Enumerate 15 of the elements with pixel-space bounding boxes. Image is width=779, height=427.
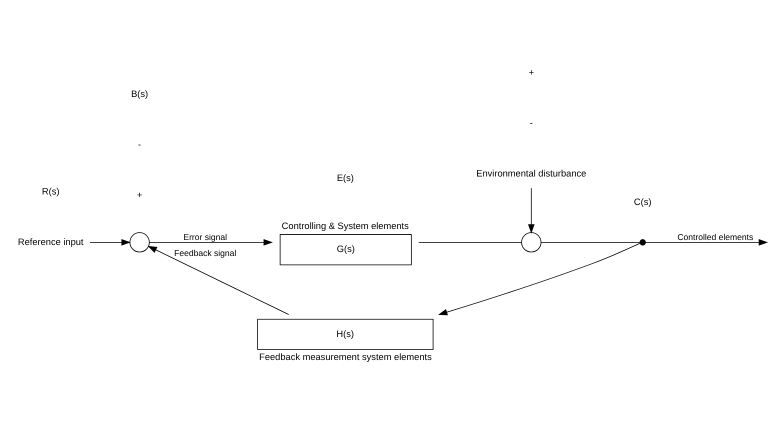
label: - bbox=[530, 117, 533, 128]
node-label: Feedback measurement system elements bbox=[259, 352, 432, 362]
label: E(s) bbox=[336, 172, 354, 183]
label: + bbox=[528, 66, 534, 77]
label: + bbox=[136, 190, 142, 200]
label: R(s) bbox=[42, 186, 60, 196]
edge-label: Feedback signal bbox=[174, 248, 236, 258]
edge-label: Controlled elements bbox=[677, 231, 754, 242]
label: - bbox=[138, 139, 142, 150]
label: C(s) bbox=[634, 196, 652, 207]
edge-label: Environmental disturbance bbox=[476, 168, 586, 178]
edge-label: Error signal bbox=[183, 231, 228, 242]
node-label: Controlling & System elements bbox=[282, 220, 409, 230]
edge-label: Reference input bbox=[18, 236, 84, 246]
label: B(s) bbox=[131, 88, 148, 99]
